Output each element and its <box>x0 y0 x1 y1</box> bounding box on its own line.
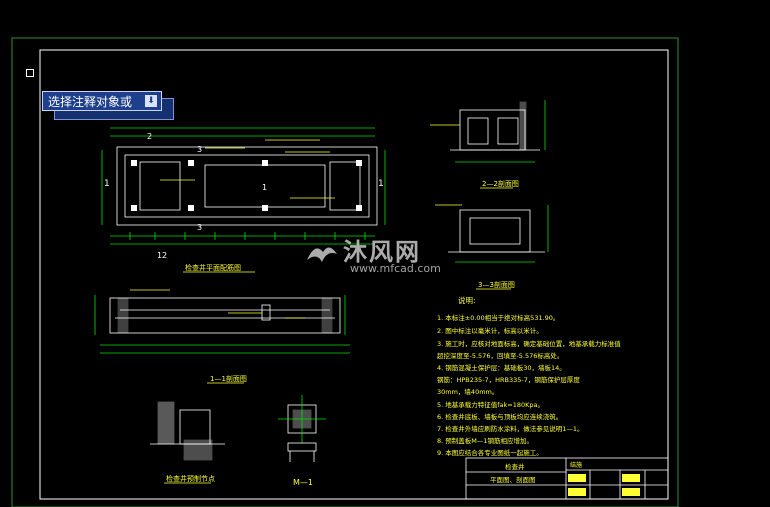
plan-mark-4: 3 <box>197 145 202 154</box>
notes-line: 9. 本图应结合各专业图纸一起施工。 <box>437 448 543 457</box>
notes-line: 6. 检查井底板、墙板与顶板均应连续浇筑。 <box>437 412 562 421</box>
m1-view[interactable] <box>278 395 326 462</box>
notes-line: 3. 施工时，应核对地面标高，确定基础位置，地基承载力标准值 <box>437 339 621 348</box>
section-2-2-title: 2—2剖面图 <box>482 179 519 188</box>
tooltip-label: 选择注释对象或 <box>48 95 133 109</box>
drawing-border <box>39 49 669 500</box>
notes-line: 8. 预制盖板M—1钢筋相应增加。 <box>437 436 533 445</box>
title-block-drawing-name: 平面图、剖面图 <box>490 475 536 484</box>
section-1-1-title: 1—1剖面图 <box>210 374 247 383</box>
annotation-select-tooltip[interactable]: 选择注释对象或 ⬇ <box>42 91 162 111</box>
notes-line: 30mm，墙40mm。 <box>437 387 498 396</box>
watermark-logo-icon <box>307 247 337 262</box>
section-1-1-view[interactable] <box>94 289 350 354</box>
title-block-project: 检查井 <box>505 462 525 471</box>
download-icon[interactable]: ⬇ <box>145 95 157 107</box>
notes-line: 5. 地基承载力特征值fak=180Kpa。 <box>437 400 544 409</box>
notes-line: 2. 图中标注以毫米计，标高以米计。 <box>437 326 543 335</box>
watermark-text: 沐风网 <box>343 238 421 266</box>
plan-mark-8: 1 <box>262 183 267 192</box>
title-block[interactable] <box>465 457 669 500</box>
m1-title: M—1 <box>293 478 313 487</box>
notes-line: 超挖深度至-5.576，回填至-5.576标高处。 <box>437 351 563 360</box>
detail-title: 检查井预制节点 <box>166 474 215 483</box>
outer-frame <box>11 37 679 507</box>
notes-line: 7. 检查井外墙应刷防水涂料，做法参见说明1—1。 <box>437 424 584 433</box>
detail-node-view[interactable] <box>150 401 225 461</box>
notes-block: 说明: 1. 本标注±0.00相当于绝对标高531.90。 2. 图中标注以毫米… <box>437 295 621 457</box>
notes-line: 4. 钢筋混凝土保护层：基础板30，墙板14。 <box>437 363 566 372</box>
plan-mark-7: 3 <box>197 223 202 232</box>
plan-mark-1: 1 <box>104 179 110 189</box>
plan-view[interactable] <box>101 127 386 245</box>
watermark-brand: 沐风网 <box>305 232 421 267</box>
watermark-url: www.mfcad.com <box>350 262 441 275</box>
plan-mark-6: 2 <box>162 251 167 260</box>
notes-line: 钢筋：HPB235-7，HRB335-7，钢筋保护层厚度 <box>437 375 580 384</box>
ucs-icon <box>26 69 34 77</box>
section-2-2-view[interactable] <box>430 100 546 163</box>
notes-heading: 说明: <box>458 295 476 305</box>
title-block-sheet: 结施 <box>570 461 582 469</box>
plan-mark-3: 2 <box>147 132 152 141</box>
notes-line: 1. 本标注±0.00相当于绝对标高531.90。 <box>437 313 559 322</box>
plan-mark-2: 1 <box>378 179 384 189</box>
section-3-3-view[interactable] <box>435 204 549 263</box>
plan-title: 检查井平面配筋图 <box>185 263 241 272</box>
section-3-3-title: 3—3剖面图 <box>478 280 515 289</box>
plan-mark-5: 1 <box>157 251 162 260</box>
